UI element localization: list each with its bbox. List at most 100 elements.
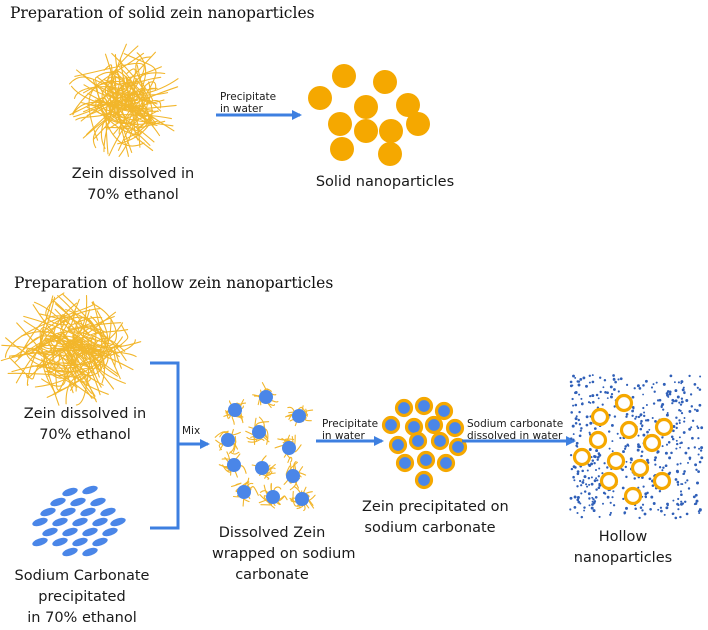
core-shell-particle xyxy=(414,396,434,416)
wrapped-particle xyxy=(230,477,259,507)
carbonate-dot xyxy=(631,414,634,417)
carbonate-dot xyxy=(586,469,589,472)
carbonate-dot xyxy=(671,402,674,405)
zein-strand xyxy=(32,344,104,356)
solid-particle xyxy=(396,93,420,117)
carbonate-dot xyxy=(648,428,651,431)
carbonate-dot xyxy=(578,393,581,396)
carbonate-dot xyxy=(698,403,702,407)
zein-strand xyxy=(14,335,87,388)
carbonate-dot xyxy=(673,381,676,384)
carbonate-dot xyxy=(698,460,702,464)
carbonate-dot xyxy=(582,376,586,380)
carbonate-dot xyxy=(569,384,573,388)
carbonate-dot xyxy=(589,401,592,404)
carbonate-dot xyxy=(569,496,573,500)
zein-strand xyxy=(136,109,166,130)
carbonate-core xyxy=(286,469,300,483)
carbonate-dot xyxy=(606,495,610,499)
carbonate-crystal xyxy=(62,547,78,557)
carbonate-crystal xyxy=(52,517,68,527)
carbonate-dot xyxy=(655,381,658,384)
carbonate-core xyxy=(292,409,306,423)
carbonate-dot xyxy=(580,427,583,430)
wrapped-caption-line1: Dissolved Zein xyxy=(218,525,326,541)
carbonate-dot xyxy=(582,479,585,482)
carbonate-dot xyxy=(577,500,581,504)
carbonate-dot xyxy=(677,497,680,501)
precipitate-label-2: Precipitate in water xyxy=(322,418,378,442)
carbonate-dot xyxy=(604,390,607,394)
carbonate-dot xyxy=(697,453,700,456)
carbonate-caption-line3: in 70% ethanol xyxy=(27,610,137,626)
carbonate-dot xyxy=(696,425,699,428)
carbonate-dot xyxy=(574,417,578,421)
carbonate-dot xyxy=(601,472,604,475)
carbonate-dot xyxy=(641,425,644,428)
carbonate-dot xyxy=(642,384,645,387)
carbonate-dot xyxy=(595,477,598,480)
carbonate-dot xyxy=(579,429,582,432)
carbonate-dot xyxy=(633,477,636,480)
carbonate-dot xyxy=(625,412,629,416)
carbonate-dot xyxy=(573,479,576,482)
zein-wrap-strand xyxy=(259,494,273,506)
core-shell-particles xyxy=(381,396,468,490)
carbonate-dot xyxy=(638,387,642,390)
carbonate-dot xyxy=(574,422,578,425)
precipitated-caption-line2: sodium carbonate xyxy=(364,520,496,536)
carbonate-dot xyxy=(576,496,580,499)
zein-strand xyxy=(57,333,120,358)
wrapped-caption-line2: wrapped on sodium xyxy=(212,546,356,562)
carbonate-dot xyxy=(583,506,586,509)
carbonate-dot xyxy=(575,441,579,445)
carbonate-dot xyxy=(592,394,595,397)
carbonate-dot xyxy=(617,390,620,393)
precipitated-caption-line1: Zein precipitated on xyxy=(362,499,509,515)
carbonate-dot xyxy=(659,506,663,509)
carbonate-dot xyxy=(662,408,665,411)
carbonate-dot xyxy=(637,434,640,437)
carbonate-dot xyxy=(672,425,676,428)
carbonate-crystal xyxy=(40,507,56,517)
carbonate-crystal xyxy=(102,527,118,537)
carbonate-dot xyxy=(688,409,692,413)
carbonate-dot xyxy=(679,403,683,406)
carbonate-dot xyxy=(595,449,599,453)
core-shell-particle xyxy=(416,450,436,470)
carbonate-dot xyxy=(641,476,644,479)
carbonate-dot xyxy=(697,470,700,473)
carbonate-dot xyxy=(646,418,650,422)
carbonate-dot xyxy=(693,408,697,411)
carbonate-dot xyxy=(596,455,600,459)
carbonate-dot xyxy=(631,395,635,399)
carbonate-dot xyxy=(591,374,594,377)
carbonate-dot xyxy=(574,466,577,469)
carbonate-dot xyxy=(697,426,700,430)
carbonate-dot xyxy=(679,446,682,449)
carbonate-dot xyxy=(594,495,598,499)
carbonate-dot xyxy=(593,427,597,430)
carbonate-dot xyxy=(680,380,684,384)
carbonate-dot xyxy=(650,495,654,499)
carbonate-dot xyxy=(609,501,612,504)
carbonate-dot xyxy=(593,479,597,483)
carbonate-dot xyxy=(625,460,628,463)
solid-caption: Solid nanoparticles xyxy=(305,172,465,193)
carbonate-dot xyxy=(612,504,616,507)
zein-strand xyxy=(123,68,136,107)
zein-strand xyxy=(119,67,177,110)
carbonate-dot xyxy=(698,511,701,515)
core-shell-particle xyxy=(434,401,454,421)
carbonate-dot xyxy=(642,485,645,488)
core-shell-particle xyxy=(414,470,434,490)
carbonate-dot xyxy=(637,486,640,489)
carbonate-dot xyxy=(574,376,577,379)
carbonate-dot xyxy=(619,377,623,381)
zein-strand xyxy=(26,308,101,386)
carbonate-dot xyxy=(694,502,698,505)
carbonate-dot xyxy=(670,435,674,439)
zein-strands-tangle xyxy=(69,43,179,157)
carbonate-dot xyxy=(680,483,683,485)
carbonate-dot xyxy=(599,390,602,394)
